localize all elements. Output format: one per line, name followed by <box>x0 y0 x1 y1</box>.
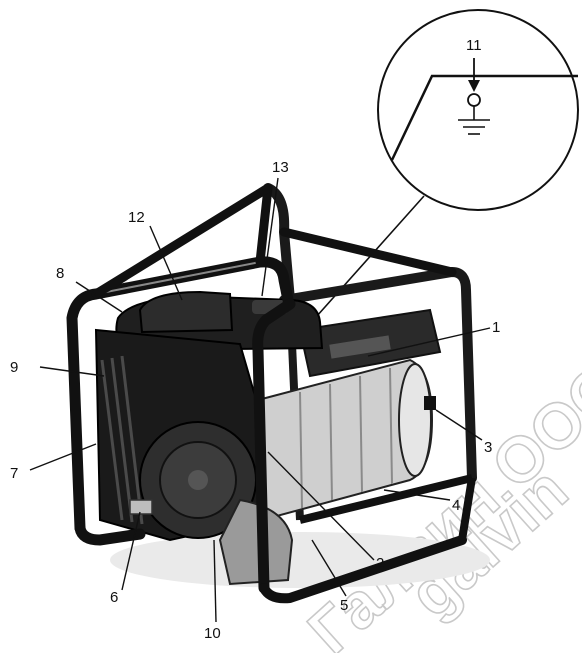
alternator-ribs <box>299 367 393 509</box>
callout-1: 1 <box>492 319 500 336</box>
callout-9: 9 <box>10 359 18 376</box>
frame-highlight <box>95 261 261 295</box>
air-cleaner-cover <box>138 290 234 334</box>
ground-symbol-icon <box>458 93 490 135</box>
choke-lever <box>129 499 153 515</box>
callout-3: 3 <box>484 439 492 456</box>
callout-5: 5 <box>340 597 348 614</box>
callout-numbers: 11 13 12 8 9 7 1 3 4 2 5 6 10 <box>10 37 500 642</box>
frame-front-right-post <box>252 298 296 594</box>
callout-12: 12 <box>128 209 145 226</box>
inset-panel-outline <box>390 74 578 161</box>
callout-13: 13 <box>272 159 289 176</box>
inset-circle <box>377 9 579 211</box>
ground-shadow <box>110 532 490 588</box>
callout-6: 6 <box>110 589 118 606</box>
frame-top-rear-tube <box>279 227 457 277</box>
inset-leader-line <box>299 195 425 336</box>
cooling-fins <box>100 355 144 525</box>
callout-10: 10 <box>204 625 221 642</box>
frame-top-left-tube <box>91 183 273 299</box>
callout-7: 7 <box>10 465 18 482</box>
arrow-icon <box>468 80 480 92</box>
frame-front-bottom-tube <box>74 522 146 546</box>
callout-11: 11 <box>466 37 482 54</box>
alternator-end-cap <box>398 363 432 477</box>
ground-detail-inset <box>299 9 579 336</box>
callout-leaders <box>29 177 491 623</box>
callout-4: 4 <box>452 497 460 514</box>
frame-bottom-rail <box>259 535 467 604</box>
callout-8: 8 <box>56 265 64 282</box>
switch-icon <box>424 396 436 410</box>
frame-handle-tube <box>255 183 273 267</box>
outlet-panel <box>329 335 391 359</box>
callout-2: 2 <box>376 555 384 572</box>
